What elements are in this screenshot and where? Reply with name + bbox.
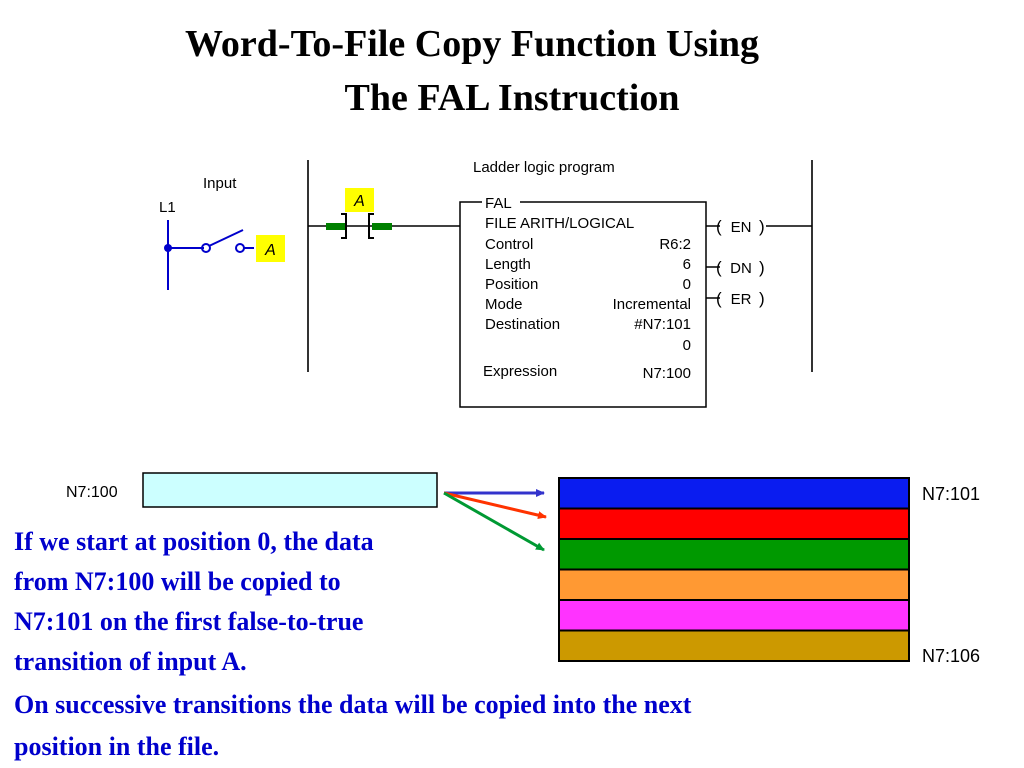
fal-name: FAL: [485, 195, 512, 212]
source-label: N7:100: [66, 484, 118, 501]
expression-value: N7:100: [643, 365, 691, 382]
contact-green-left: [326, 223, 346, 230]
successive-line: position in the file.: [14, 732, 220, 761]
slide-title-line2: The FAL Instruction: [344, 77, 680, 119]
successive-line: On successive transitions the data will …: [14, 690, 692, 719]
dest-last-label: N7:106: [922, 646, 980, 666]
er-paren-right: ): [759, 289, 765, 308]
dest-first-label: N7:101: [922, 484, 980, 504]
explanation-line: If we start at position 0, the data: [14, 527, 374, 556]
rail-label: L1: [159, 199, 176, 216]
field-value-destination: #N7:101: [634, 316, 691, 333]
slide-title-line1: Word-To-File Copy Function Using: [185, 23, 759, 65]
program-label: Ladder logic program: [473, 159, 615, 176]
file-word: [558, 599, 910, 632]
explanation-line: N7:101 on the first false-to-true: [14, 607, 364, 636]
output-en: EN: [731, 219, 752, 236]
successive-paragraph: On successive transitions the data will …: [14, 684, 1014, 768]
fal-subtitle: FILE ARITH/LOGICAL: [485, 215, 634, 232]
destination-data-value: 0: [683, 337, 691, 354]
field-label-position: Position: [485, 276, 538, 293]
file-word: [558, 629, 910, 662]
field-label-length: Length: [485, 256, 531, 273]
field-label-control: Control: [485, 236, 533, 253]
dn-paren-left: (: [716, 258, 722, 277]
switch-tag-box: [256, 235, 285, 262]
explanation-line: transition of input A.: [14, 647, 247, 676]
contact-bracket-left: [341, 213, 347, 239]
source-word: [142, 472, 438, 508]
output-er: ER: [731, 291, 752, 308]
field-value-mode: Incremental: [613, 296, 691, 313]
switch-terminal-left: [201, 243, 211, 253]
explanation-line: from N7:100 will be copied to: [14, 567, 341, 596]
output-dn: DN: [730, 260, 752, 277]
contact-bracket-right: [368, 213, 374, 239]
copy-arrows: [443, 489, 547, 552]
field-value-position: 0: [683, 276, 691, 293]
file-word: [558, 568, 910, 601]
expression-label: Expression: [483, 363, 557, 380]
er-paren-left: (: [716, 289, 722, 308]
contact-tag: A: [353, 193, 365, 210]
en-paren-right: ): [759, 217, 765, 236]
fal-block: [459, 201, 707, 408]
file-word: [558, 507, 910, 540]
contact-tag-box: [345, 188, 374, 212]
input-label: Input: [203, 175, 237, 192]
copy-arrow: [443, 491, 545, 552]
switch-blade: [208, 229, 244, 247]
rail-node: [164, 244, 172, 252]
explanation-paragraph: If we start at position 0, the data from…: [14, 522, 514, 682]
copy-arrow: [443, 491, 547, 520]
file-word: [558, 538, 910, 571]
field-value-length: 6: [683, 256, 691, 273]
field-value-control: R6:2: [659, 236, 691, 253]
field-label-mode: Mode: [485, 296, 523, 313]
field-label-destination: Destination: [485, 316, 560, 333]
destination-file: [558, 477, 910, 662]
en-paren-left: (: [716, 217, 722, 236]
contact-green-right: [372, 223, 392, 230]
file-word: [558, 477, 910, 510]
dn-paren-right: ): [759, 258, 765, 277]
switch-tag: A: [264, 242, 276, 259]
